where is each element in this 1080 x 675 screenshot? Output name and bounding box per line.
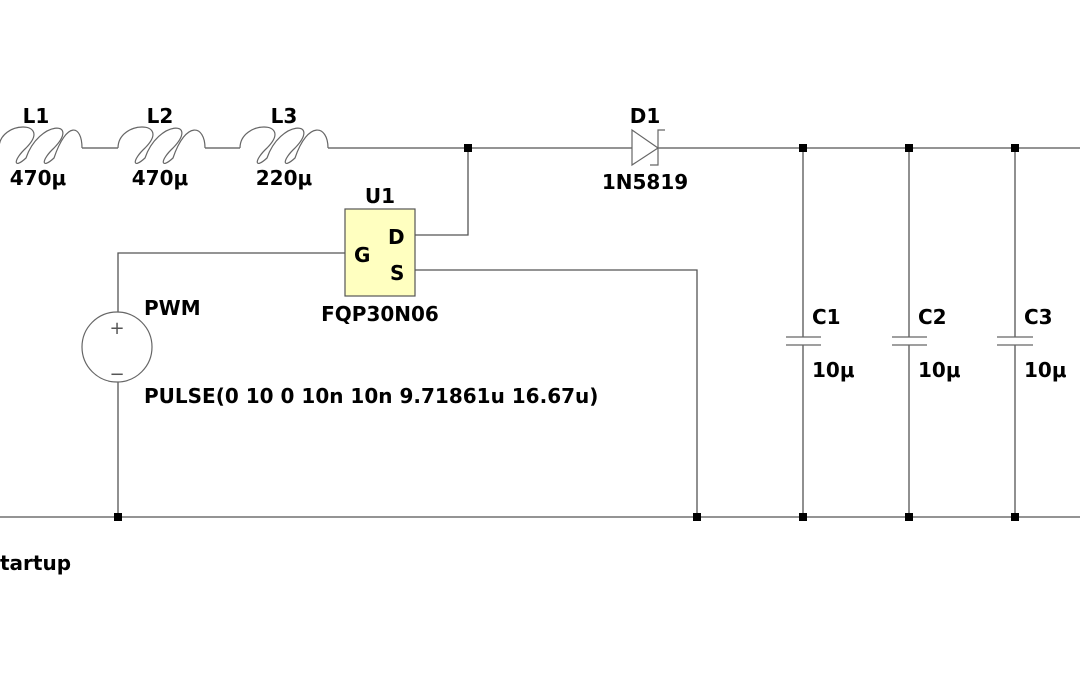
wire-source[interactable]	[415, 269, 698, 517]
junction-dot	[1011, 144, 1019, 152]
mosfet-model: FQP30N06	[321, 302, 439, 326]
source-ref: PWM	[144, 296, 201, 320]
junction-dot	[905, 513, 913, 521]
capacitor-value: 10μ	[918, 358, 961, 382]
inductor-L2-value: 470μ	[132, 166, 189, 190]
minus-sign: −	[109, 364, 124, 385]
inductor-L2[interactable]	[117, 126, 206, 164]
inductor-L3[interactable]	[239, 126, 329, 164]
source-pin-label: S	[390, 261, 404, 285]
mosfet-ref: U1	[365, 184, 395, 208]
junction-dot	[1011, 513, 1019, 521]
inductor-L1[interactable]	[0, 126, 83, 164]
diode-D1[interactable]: D1 1N5819	[602, 104, 688, 194]
capacitor-ref: C2	[918, 305, 947, 329]
capacitor-value: 10μ	[1024, 358, 1067, 382]
wires	[0, 147, 1080, 518]
wire-drain[interactable]	[415, 148, 469, 236]
capacitor-C1[interactable]: C1 10μ	[786, 305, 855, 382]
wire-gate[interactable]	[117, 252, 345, 312]
capacitor-value: 10μ	[812, 358, 855, 382]
inductor-L3-value: 220μ	[256, 166, 313, 190]
drain-pin-label: D	[388, 225, 405, 249]
inductor-L2-ref: L2	[147, 104, 174, 128]
junction-dot	[693, 513, 701, 521]
inductor-L1-ref: L1	[23, 104, 50, 128]
diode-model: 1N5819	[602, 170, 688, 194]
junction-dot	[114, 513, 122, 521]
capacitor-ref: C1	[812, 305, 841, 329]
junction-dot	[905, 144, 913, 152]
diode-ref: D1	[630, 104, 661, 128]
junction-dot	[464, 144, 472, 152]
mosfet-U1[interactable]: U1 G D S FQP30N06	[321, 184, 439, 326]
junction-dot	[799, 513, 807, 521]
capacitor-ref: C3	[1024, 305, 1053, 329]
capacitor-C3[interactable]: C3 10μ	[997, 305, 1067, 382]
inductor-L1-value: 470μ	[10, 166, 67, 190]
junctions	[114, 144, 1019, 521]
gate-pin-label: G	[354, 243, 370, 267]
source-value: PULSE(0 10 0 10n 10n 9.71861u 16.67u)	[144, 384, 598, 408]
junction-dot	[799, 144, 807, 152]
inductor-L3-ref: L3	[271, 104, 298, 128]
capacitor-C2[interactable]: C2 10μ	[892, 305, 961, 382]
voltage-source-PWM[interactable]: + − PWM PULSE(0 10 0 10n 10n 9.71861u 16…	[81, 296, 598, 408]
plus-sign: +	[109, 318, 124, 339]
spice-directive[interactable]: tartup	[0, 551, 71, 575]
